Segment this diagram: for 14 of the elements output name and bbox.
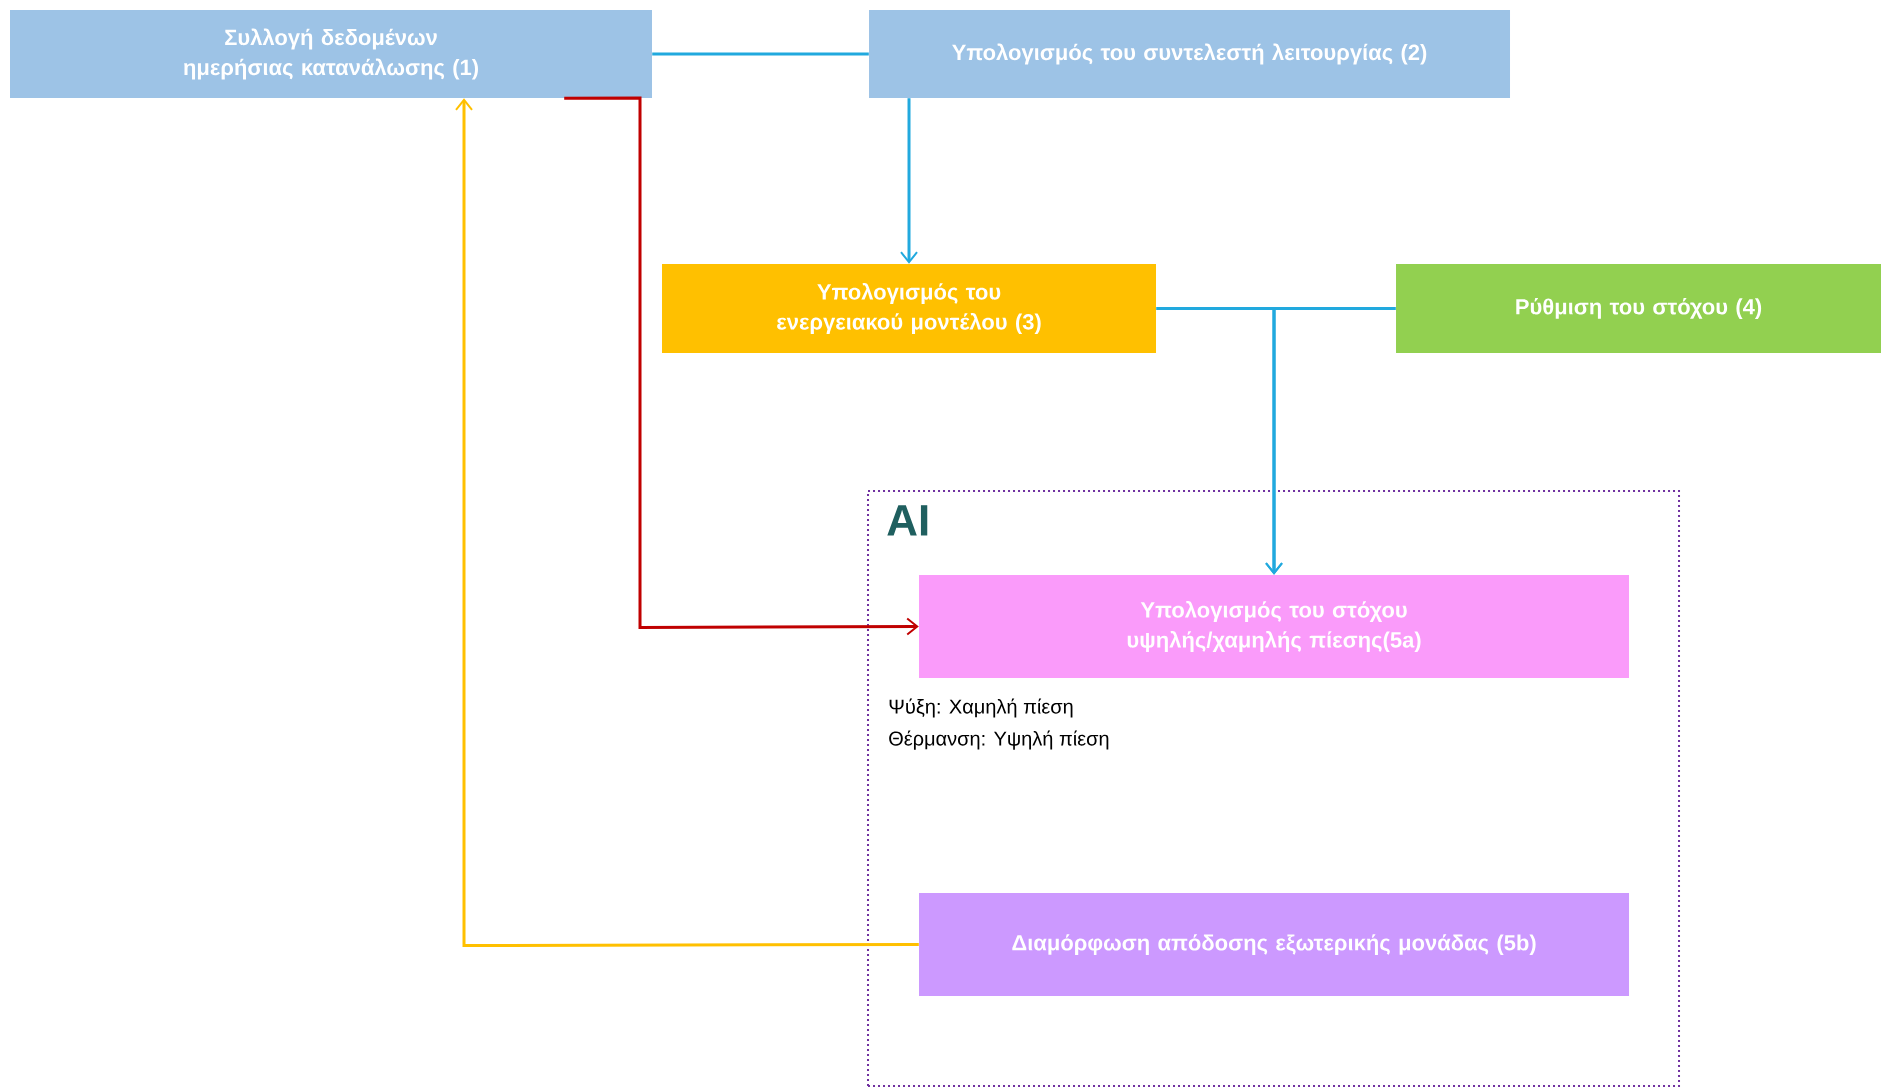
note-text: Θέρμανση: Υψηλή πίεση [889, 730, 1109, 750]
arrow [900, 98, 918, 264]
frame-title: AI [887, 505, 928, 536]
arrow [1265, 307, 1396, 575]
process-box: Υπολογισμός του στόχου υψηλής/χαμηλής πίεσης(5a) [919, 575, 1629, 678]
process-box: Ρύθμιση του στόχου (4) [1396, 264, 1881, 353]
arrow [455, 98, 919, 947]
note-text: Ψύξη: Χαμηλή πίεση [889, 698, 1073, 718]
process-box: Υπολογισμός του συντελεστή λειτουργίας (2) [869, 10, 1510, 98]
process-box: Υπολογισμός του ενεργειακού μοντέλου (3) [662, 264, 1156, 353]
process-box: Διαμόρφωση απόδοσης εξωτερικής μονάδας (5b) [919, 893, 1629, 996]
dotted-frame [867, 490, 1680, 1087]
arrow [564, 96, 919, 636]
process-box: Συλλογή δεδομένων ημερήσιας κατανάλωσης (1) [10, 10, 652, 98]
